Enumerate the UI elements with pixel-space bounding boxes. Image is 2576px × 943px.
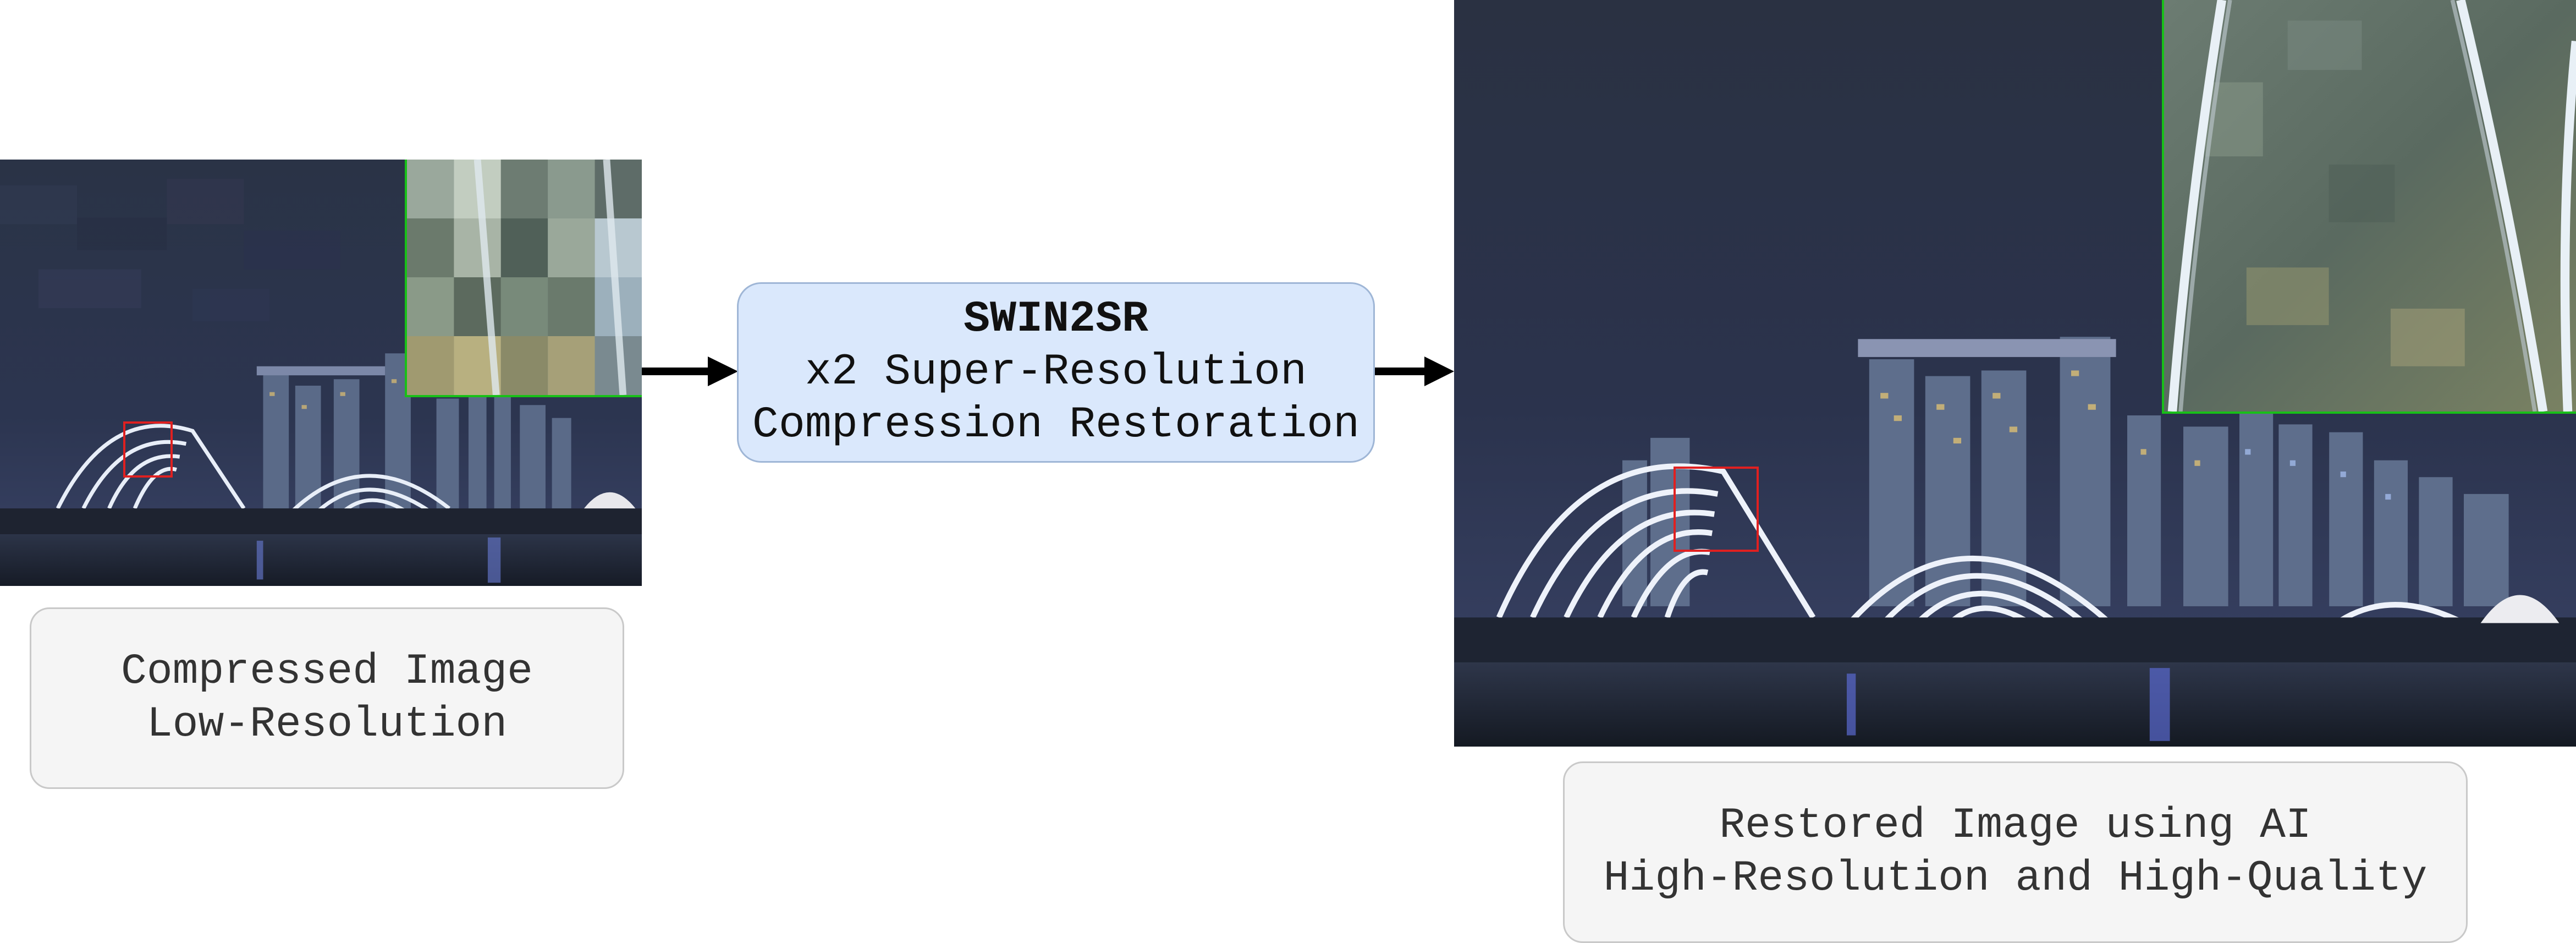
input-caption-line2: Low-Resolution <box>146 700 508 749</box>
arrow-to-output <box>1375 352 1454 391</box>
output-caption: Restored Image using AI High-Resolution … <box>1563 761 2468 943</box>
zoomed-detail-inset <box>405 160 642 397</box>
output-caption-line2: High-Resolution and High-Quality <box>1603 854 2428 903</box>
zoom-region-marker <box>1674 467 1759 552</box>
model-task-restoration: Compression Restoration <box>752 400 1360 450</box>
zoom-region-marker <box>123 421 173 478</box>
arrow-to-model <box>642 352 738 391</box>
model-task-superres: x2 Super-Resolution <box>805 347 1307 397</box>
input-caption: Compressed Image Low-Resolution <box>30 607 624 789</box>
input-caption-line1: Compressed Image <box>121 648 533 696</box>
output-caption-line1: Restored Image using AI <box>1719 802 2311 850</box>
sharp-detail-crop <box>2164 0 2576 412</box>
right-arrow-icon <box>642 357 738 386</box>
zoomed-detail-inset <box>2162 0 2576 414</box>
pixelated-detail-crop <box>407 160 642 395</box>
right-arrow-icon <box>1375 357 1454 386</box>
swin2sr-model-box: SWIN2SR x2 Super-Resolution Compression … <box>737 282 1375 463</box>
model-name: SWIN2SR <box>963 294 1149 344</box>
